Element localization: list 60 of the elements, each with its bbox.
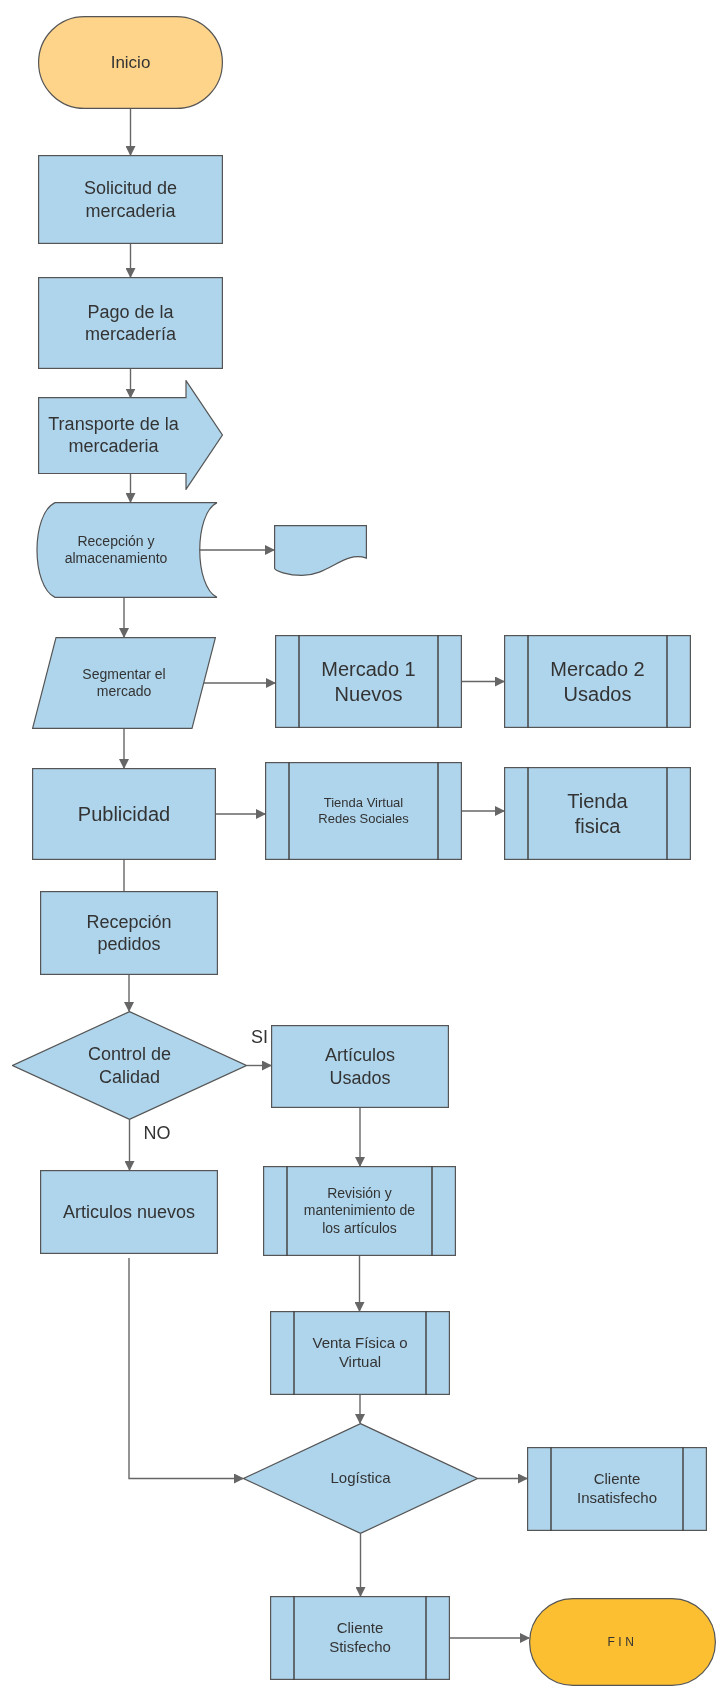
arrow <box>355 1533 366 1597</box>
subprocess-box <box>504 635 691 728</box>
node-label: Solicitud de mercaderia <box>82 177 179 222</box>
process-box <box>32 768 216 860</box>
arrow <box>355 1107 365 1167</box>
node-label: Cliente Insatisfecho <box>575 1470 658 1508</box>
process-box <box>38 277 223 369</box>
node-label: Control de Calidad <box>86 1043 173 1088</box>
arrow <box>246 1060 272 1071</box>
process-box <box>271 1025 449 1108</box>
subprocess-box <box>263 1166 456 1256</box>
node-label: Tienda fisica <box>566 788 629 839</box>
arrow <box>124 1119 135 1171</box>
subprocess-box <box>275 635 462 728</box>
node-label: Pago de la mercadería <box>83 300 177 346</box>
subprocess-box <box>270 1311 450 1395</box>
arrow-shape-box <box>38 380 223 490</box>
arrow <box>449 1633 530 1643</box>
subprocess-box <box>265 762 462 860</box>
arrow <box>461 676 505 687</box>
node-label: Inicio <box>110 51 151 74</box>
arrow <box>119 728 129 769</box>
arrow <box>125 368 136 399</box>
node-label: Revisión y mantenimiento de los artículos <box>302 1184 417 1238</box>
arrow <box>125 472 136 503</box>
node-label: Mercado 2 Usados <box>549 656 646 707</box>
node-label: Venta Física o Virtual <box>311 1334 409 1372</box>
node-label: Recepción pedidos <box>85 910 173 956</box>
arrow <box>125 108 136 156</box>
arrow <box>461 806 505 816</box>
arrow <box>128 1257 244 1484</box>
process-box <box>40 891 218 975</box>
arrow <box>119 597 129 638</box>
node-label: Articulos nuevos <box>62 1200 196 1224</box>
node-label: Logística <box>330 1469 391 1488</box>
node-label: Segmentar el mercado <box>81 665 167 701</box>
subprocess-box <box>270 1596 450 1680</box>
process-box <box>38 155 223 244</box>
decision-diamond <box>12 1011 247 1120</box>
process-box <box>40 1170 218 1254</box>
node-label: Recepción y almacenamiento <box>63 532 169 568</box>
arrow <box>215 809 266 819</box>
node-label: Mercado 1 Nuevos <box>320 656 417 707</box>
node-label: Cliente Stisfecho <box>328 1619 392 1657</box>
node-label: Transporte de la mercaderia <box>47 412 180 458</box>
arrow <box>203 678 276 688</box>
arrow <box>124 974 134 1012</box>
arrow <box>125 243 136 278</box>
arrow <box>477 1473 528 1484</box>
subprocess-box <box>527 1447 707 1531</box>
arrow <box>355 1394 365 1424</box>
node-label: Artículos Usados <box>324 1044 396 1089</box>
node-label: Publicidad <box>77 801 171 827</box>
node-label: Tienda Virtual Redes Sociales <box>317 794 410 828</box>
subprocess-box <box>504 767 691 860</box>
document-shape <box>274 525 367 576</box>
node-label: FIN <box>607 1634 638 1650</box>
arrow <box>354 1255 365 1312</box>
decision-diamond <box>243 1423 478 1534</box>
parallelogram-box <box>32 637 216 729</box>
